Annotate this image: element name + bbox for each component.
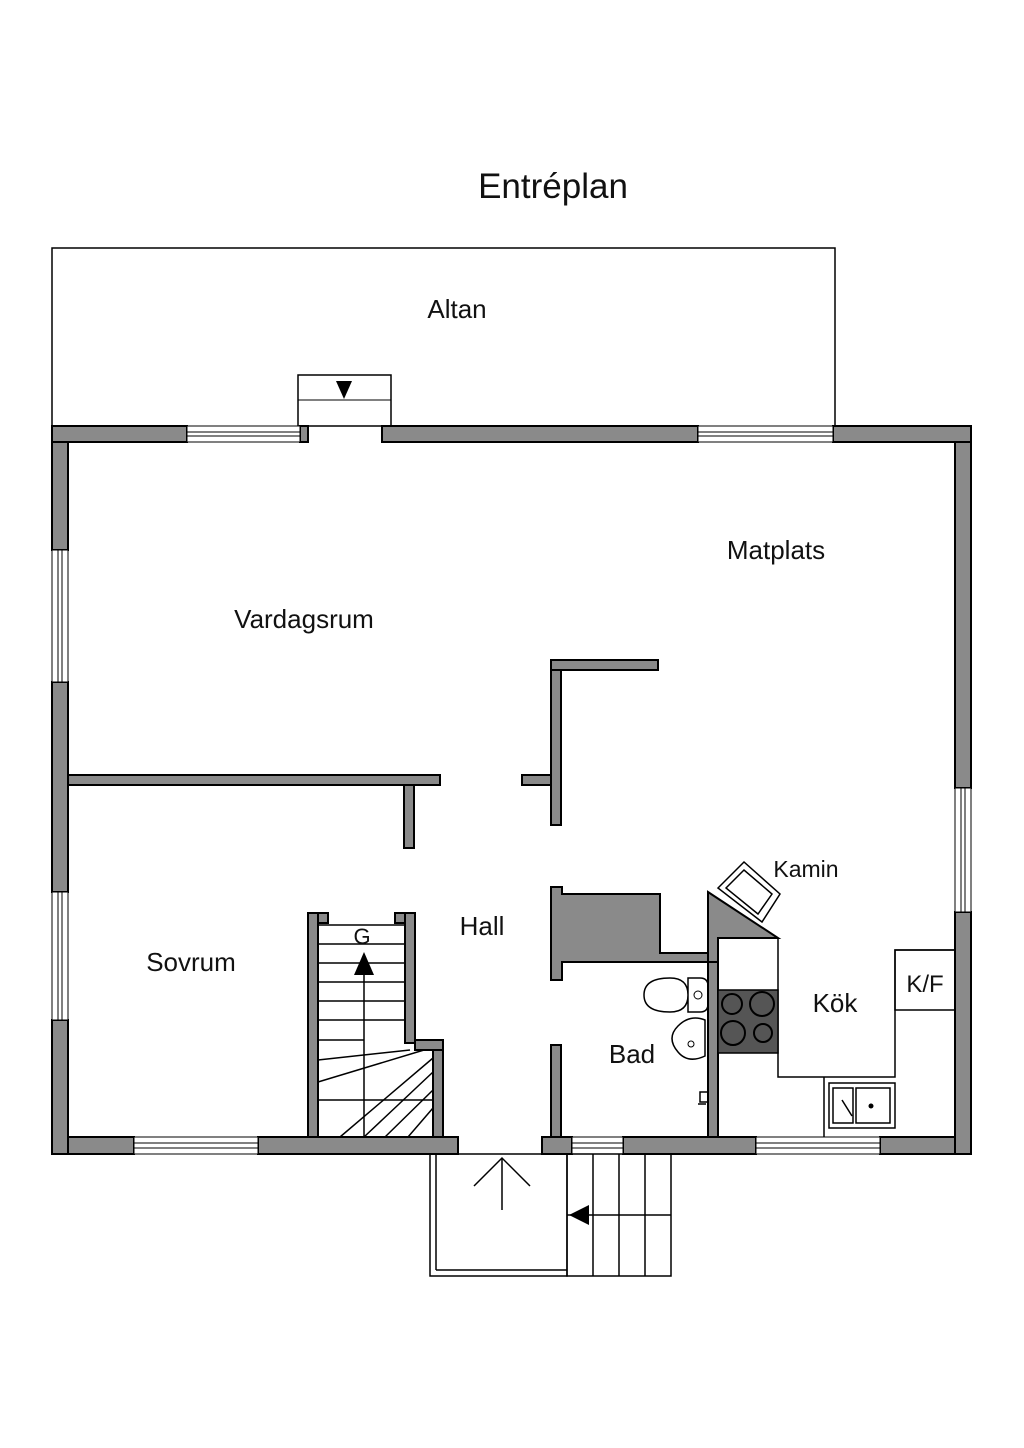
fridge-freezer-label: K/F	[906, 971, 943, 998]
fireplace	[716, 860, 781, 924]
room-label-altan: Altan	[427, 294, 486, 324]
entrance	[429, 1153, 672, 1277]
plan-title: Entréplan	[478, 167, 628, 206]
room-label-kok: Kök	[813, 988, 859, 1018]
faucet-icon	[698, 1091, 709, 1105]
room-label-kamin: Kamin	[773, 856, 838, 882]
room-label-bad: Bad	[609, 1039, 655, 1069]
arrow-left-icon	[569, 1205, 589, 1225]
room-label-matplats: Matplats	[727, 535, 825, 565]
exterior-walls	[51, 425, 972, 1155]
arrow-up-icon	[354, 952, 374, 975]
interior-walls	[67, 659, 782, 1138]
stair-label: G	[353, 924, 370, 949]
toilet-icon	[643, 977, 709, 1013]
windows	[51, 425, 972, 1155]
staircase: G	[317, 924, 434, 1138]
room-label-hall: Hall	[460, 911, 505, 941]
kitchen-counter: K/F	[717, 938, 956, 1137]
bathroom-fixtures	[643, 977, 709, 1105]
arrow-down-icon	[336, 381, 352, 399]
room-label-sovrum: Sovrum	[146, 947, 236, 977]
room-labels: Altan Matplats Vardagsrum Kamin Hall Sov…	[146, 294, 858, 1069]
basin-icon	[671, 1017, 706, 1060]
room-label-vardagsrum: Vardagsrum	[234, 604, 374, 634]
altan-deck	[51, 247, 836, 427]
